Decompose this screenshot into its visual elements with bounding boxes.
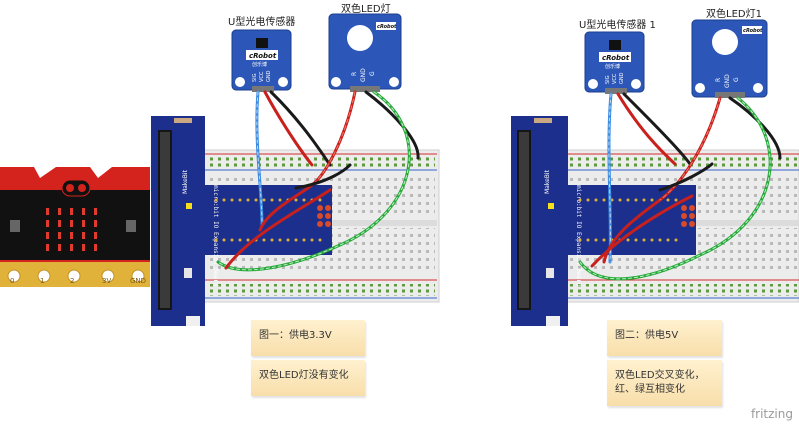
sensor-brand-sub-right: 创乐博 bbox=[605, 63, 620, 70]
microbit-pin-1: 1 bbox=[40, 277, 44, 285]
expansion-board-brand-right: MakeBit bbox=[544, 169, 551, 194]
sensor-label-right: U型光电传感器 1 bbox=[579, 20, 656, 31]
note-right-result-line2: 红、绿互相变化 bbox=[615, 384, 685, 395]
note-left-result-text: 双色LED灯没有变化 bbox=[259, 370, 349, 381]
note-right-power: 图二：供电5V bbox=[607, 320, 722, 356]
led-module-left: cRobot R GND G bbox=[328, 13, 402, 92]
led-pin-g-left: G bbox=[369, 71, 376, 76]
sensor-pin-vcc-left: VCC bbox=[259, 71, 265, 82]
microbit-board: 0 1 2 3V GND bbox=[0, 167, 150, 287]
note-right-power-text: 图二：供电5V bbox=[615, 330, 679, 341]
note-left-result: 双色LED灯没有变化 bbox=[251, 360, 365, 396]
left-assembly: 0 1 2 3V GND MakeBit micro:bit IO Expans… bbox=[0, 13, 440, 326]
expansion-board-left: MakeBit micro:bit IO Expansion Board bbox=[151, 116, 332, 326]
expansion-board-title-right: micro:bit IO Expansion Board bbox=[575, 185, 582, 287]
note-right-result-line1: 双色LED交叉变化， bbox=[615, 370, 705, 381]
u-sensor-module-left: cRobot 创乐博 SIG VCC GND bbox=[231, 29, 292, 92]
wires-right bbox=[578, 92, 782, 281]
sensor-pin-sig-right: SIG bbox=[605, 75, 611, 84]
expansion-board-brand: MakeBit bbox=[182, 169, 189, 194]
sensor-brand-right: cRobot bbox=[602, 54, 630, 62]
microbit-pin-2: 2 bbox=[70, 277, 74, 285]
led-brand-right: cRobot bbox=[743, 28, 763, 34]
sensor-brand-left: cRobot bbox=[249, 52, 277, 60]
led-label-right: 双色LED灯1 bbox=[706, 9, 762, 20]
microbit-pin-3v: 3V bbox=[102, 277, 111, 285]
fritzing-watermark: fritzing bbox=[750, 407, 793, 421]
right-assembly: MakeBit micro:bit IO Expansion Board cRo… bbox=[511, 19, 799, 326]
sensor-pin-vcc-right: VCC bbox=[612, 73, 618, 84]
led-pin-gnd-left: GND bbox=[360, 68, 367, 82]
sensor-brand-sub-left: 创乐博 bbox=[252, 61, 267, 68]
note-left-power-text: 图一：供电3.3V bbox=[259, 330, 332, 341]
expansion-board-title: micro:bit IO Expansion Board bbox=[212, 185, 219, 287]
microbit-pin-0: 0 bbox=[10, 277, 14, 285]
sensor-pin-gnd-right: GND bbox=[619, 72, 625, 84]
led-pin-g-right: G bbox=[733, 77, 740, 82]
sensor-label-left: U型光电传感器 bbox=[228, 17, 296, 28]
led-pin-r-left: R bbox=[351, 72, 358, 76]
wires-left bbox=[216, 90, 420, 272]
led-pin-r-right: R bbox=[715, 78, 722, 82]
led-brand-left: cRobot bbox=[377, 24, 397, 30]
led-label-left: 双色LED灯 bbox=[341, 4, 391, 15]
led-pin-gnd-right: GND bbox=[724, 74, 731, 88]
note-right-result: 双色LED交叉变化， 红、绿互相变化 bbox=[607, 360, 722, 406]
note-left-power: 图一：供电3.3V bbox=[251, 320, 365, 356]
microbit-pin-gnd: GND bbox=[130, 277, 146, 285]
led-module-right: cRobot R GND G bbox=[691, 19, 768, 98]
sensor-pin-gnd-left: GND bbox=[266, 70, 272, 82]
sensor-pin-sig-left: SIG bbox=[252, 73, 258, 82]
u-sensor-module-right: cRobot 创乐博 SIG VCC GND bbox=[584, 31, 645, 94]
